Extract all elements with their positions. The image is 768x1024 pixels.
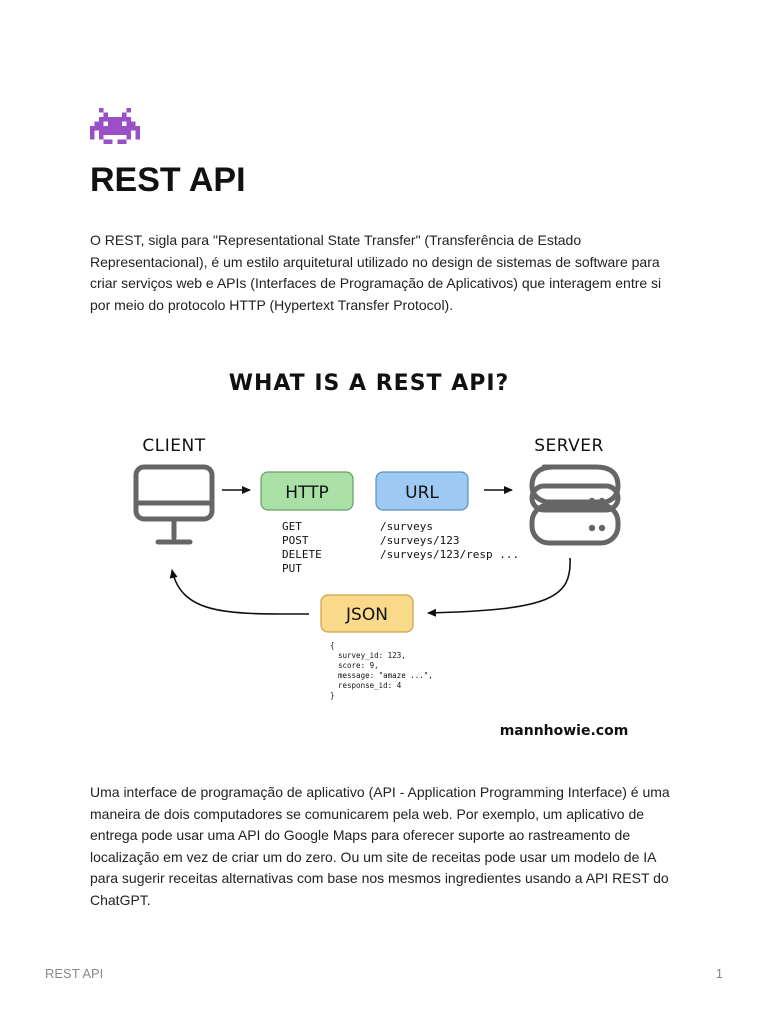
json-line: response_id: 4: [338, 681, 402, 690]
server-label: SERVER: [534, 436, 604, 456]
space-invader-icon: [90, 107, 140, 145]
http-methods-list: GET POST DELETE PUT: [282, 520, 322, 575]
monitor-icon: [133, 464, 215, 545]
server-lights: [588, 497, 606, 532]
json-line: message: "amaze ...",: [338, 671, 433, 680]
method-item: POST: [282, 534, 309, 547]
method-item: DELETE: [282, 548, 322, 561]
diagram-credit: mannhowie.com: [500, 723, 629, 739]
json-line: score: 9,: [338, 661, 379, 670]
arrow-json-to-client: [169, 569, 310, 615]
url-box: [375, 471, 469, 511]
method-item: GET: [282, 520, 302, 533]
intro-paragraph: O REST, sigla para "Representational Sta…: [90, 232, 662, 313]
json-label: JSON: [345, 605, 388, 625]
json-line: survey_id: 123,: [338, 651, 406, 660]
server-icon: [529, 464, 621, 546]
method-item: PUT: [282, 562, 302, 575]
json-line: {: [330, 641, 335, 650]
diagram-title: WHAT IS A REST API?: [229, 371, 510, 396]
url-item: /surveys: [380, 520, 433, 533]
url-item: /surveys/123: [380, 534, 459, 547]
page-title: REST API: [90, 161, 246, 199]
url-label: URL: [405, 483, 439, 503]
url-list: /surveys /surveys/123 /surveys/123/resp …: [380, 520, 519, 561]
rest-api-diagram: WHAT IS A REST API? CLIENT HTTP URL SERV…: [110, 348, 658, 760]
http-box: [260, 471, 354, 511]
json-line: }: [330, 691, 335, 700]
url-item: /surveys/123/resp ...: [380, 548, 519, 561]
client-label: CLIENT: [142, 436, 205, 456]
footer-title: REST API: [45, 966, 104, 981]
json-payload: { survey_id: 123, score: 9, message: "am…: [330, 641, 433, 700]
body-paragraph: Uma interface de programação de aplicati…: [90, 784, 670, 908]
arrow-server-to-json: [427, 557, 571, 617]
page-number: 1: [715, 966, 723, 981]
json-box: [320, 594, 414, 633]
http-label: HTTP: [285, 483, 329, 503]
